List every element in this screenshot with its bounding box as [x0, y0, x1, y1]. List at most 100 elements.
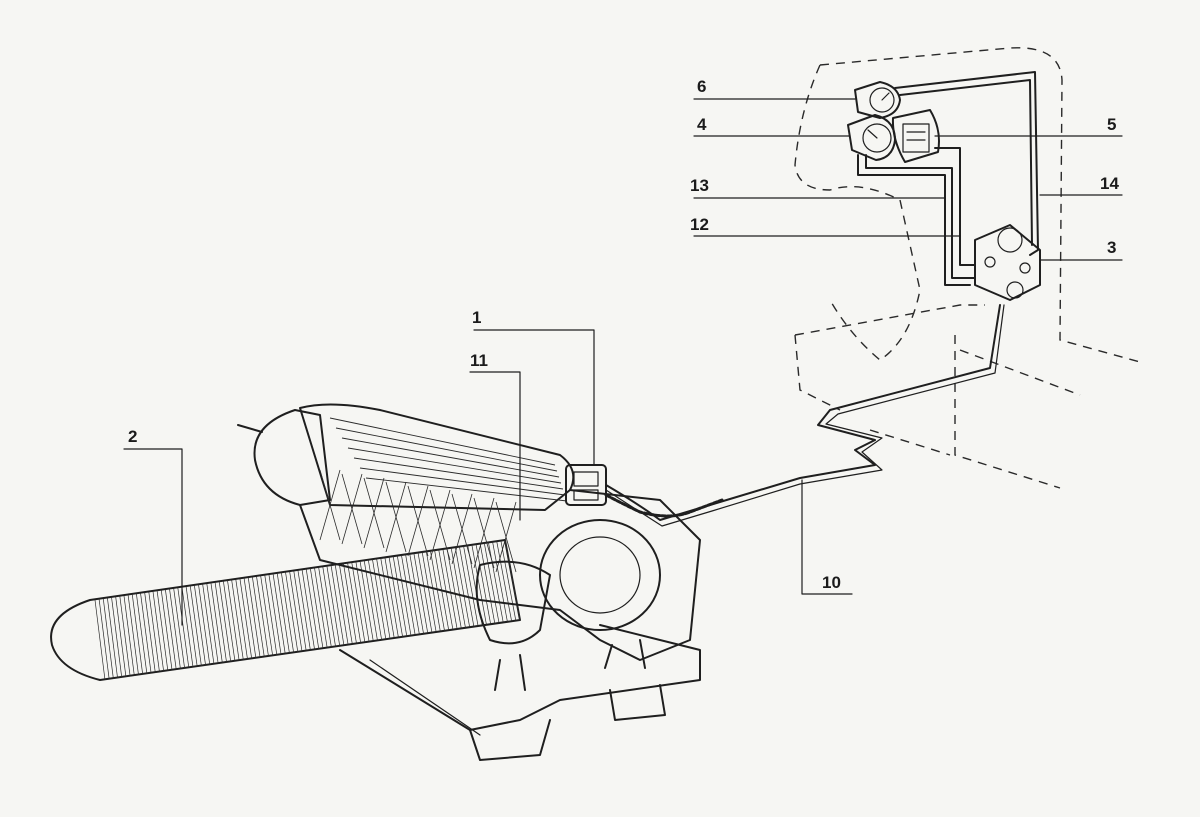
- part-labels: 6 4 5 13 12 14 3 1 11 2 10: [128, 77, 1119, 592]
- hatch-line: [305, 569, 320, 650]
- hatch-line: [127, 595, 139, 676]
- hatch-line: [471, 544, 487, 625]
- hatch-line: [500, 540, 517, 621]
- label-1: 1: [472, 308, 481, 327]
- hatch-line: [131, 594, 144, 675]
- hatch-line: [384, 557, 399, 638]
- engine-cylinder-ribs: [329, 417, 568, 502]
- hatch-line: [239, 578, 253, 659]
- hatch-line: [107, 598, 118, 679]
- label-2: 2: [128, 427, 137, 446]
- hatch-line: [341, 473, 363, 545]
- label-14: 14: [1100, 174, 1119, 193]
- hatch-line: [483, 542, 500, 624]
- hatch-line: [218, 581, 232, 662]
- hatch-line: [94, 599, 106, 681]
- control-unit-3: [974, 224, 1041, 301]
- hatch-line: [330, 565, 345, 646]
- hatch-line: [353, 457, 564, 490]
- hatch-line: [310, 568, 324, 649]
- radiator-fins: [94, 539, 521, 681]
- hatch-line: [409, 553, 424, 634]
- hatch-line: [459, 546, 475, 627]
- hatch-line: [442, 549, 458, 630]
- instrument-gauge-5: [891, 109, 940, 163]
- hatch-line: [450, 547, 466, 628]
- pipe-line: [604, 304, 1005, 527]
- hatch-line: [347, 562, 362, 644]
- hatch-line: [475, 544, 492, 625]
- hatch-line: [417, 552, 433, 633]
- hatch-line: [504, 539, 521, 621]
- hatch-line: [156, 590, 169, 671]
- label-4: 4: [697, 115, 707, 134]
- hatch-line: [214, 582, 227, 663]
- engine: [237, 403, 701, 761]
- leader-lines: [123, 98, 1123, 626]
- hatch-line: [231, 579, 244, 661]
- hatch-line: [359, 561, 374, 642]
- hatch-line: [446, 548, 462, 629]
- hatch-line: [198, 584, 211, 665]
- hatch-line: [173, 588, 185, 669]
- hatch-line: [256, 576, 269, 657]
- hatch-line: [365, 477, 568, 502]
- label-10: 10: [822, 573, 841, 592]
- hatch-line: [388, 556, 403, 638]
- label-6: 6: [697, 77, 706, 96]
- hatch-line: [380, 558, 395, 639]
- hatch-line: [123, 595, 135, 676]
- hatch-line: [334, 564, 349, 645]
- hatch-line: [206, 583, 219, 664]
- hatch-line: [430, 550, 445, 631]
- hatch-line: [405, 554, 420, 635]
- instrument-gauge-4: [847, 114, 896, 161]
- hatch-line: [351, 562, 366, 643]
- hatch-line: [376, 558, 391, 639]
- hatch-line: [293, 570, 307, 651]
- hatch-line: [363, 477, 385, 549]
- hatch-line: [235, 579, 248, 660]
- hatch-line: [413, 553, 429, 634]
- hatch-line: [111, 597, 123, 678]
- hatch-line: [102, 598, 114, 679]
- hatch-line: [421, 552, 437, 633]
- hatch-line: [438, 549, 454, 630]
- hatch-line: [243, 578, 257, 659]
- label-3: 3: [1107, 238, 1116, 257]
- hatch-line: [227, 580, 240, 661]
- hatch-line: [160, 590, 173, 671]
- hatch-line: [152, 591, 165, 672]
- hatch-line: [177, 587, 190, 668]
- label-5: 5: [1107, 115, 1116, 134]
- hatch-line: [322, 566, 336, 647]
- hatch-line: [165, 589, 177, 670]
- hatch-line: [347, 447, 562, 484]
- hatch-line: [496, 541, 512, 622]
- hatch-line: [185, 586, 198, 667]
- hatch-line: [264, 575, 278, 656]
- hatch-line: [359, 467, 566, 496]
- hatch-line: [169, 589, 181, 670]
- hatch-line: [479, 543, 496, 624]
- label-13: 13: [690, 176, 709, 195]
- hatch-line: [372, 559, 387, 640]
- hatch-line: [301, 569, 315, 650]
- hatch-line: [385, 481, 407, 553]
- cockpit-outline: [794, 47, 1141, 489]
- hatch-line: [407, 485, 429, 557]
- hatch-line: [429, 489, 451, 561]
- hatch-line: [268, 574, 282, 655]
- hatch-line: [136, 593, 148, 674]
- hatch-line: [454, 547, 471, 628]
- hatch-line: [98, 599, 110, 680]
- hatch-line: [425, 551, 441, 632]
- hatch-line: [326, 566, 341, 647]
- hatch-line: [115, 596, 127, 678]
- hatch-line: [252, 576, 265, 658]
- hatch-line: [260, 575, 274, 656]
- hatch-line: [451, 493, 473, 565]
- hatch-line: [272, 573, 286, 654]
- hatch-line: [396, 555, 412, 636]
- label-12: 12: [690, 215, 709, 234]
